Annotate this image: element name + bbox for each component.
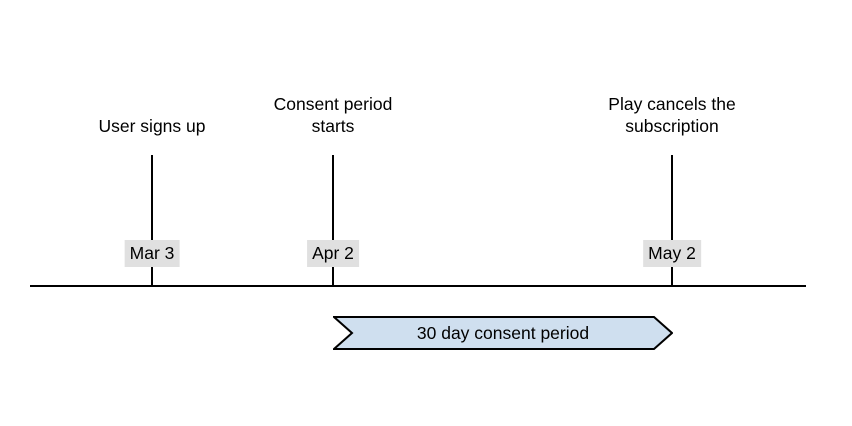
event-date-signup: Mar 3 [124, 240, 180, 267]
timeline-axis [30, 285, 806, 287]
event-stem-play-cancels [671, 155, 673, 285]
consent-period-banner: 30 day consent period [333, 316, 673, 350]
event-label-signup: User signs up [98, 116, 206, 136]
event-label-consent-start: Consent period starts [273, 94, 393, 136]
event-label-play-cancels: Play cancels the subscription [608, 94, 736, 136]
event-stem-signup [151, 155, 153, 285]
banner-chevron-shape [333, 316, 673, 350]
banner-label: 30 day consent period [416, 323, 590, 343]
event-date-consent-start: Apr 2 [307, 240, 359, 267]
event-stem-consent-start [332, 155, 334, 285]
event-date-play-cancels: May 2 [643, 240, 701, 267]
